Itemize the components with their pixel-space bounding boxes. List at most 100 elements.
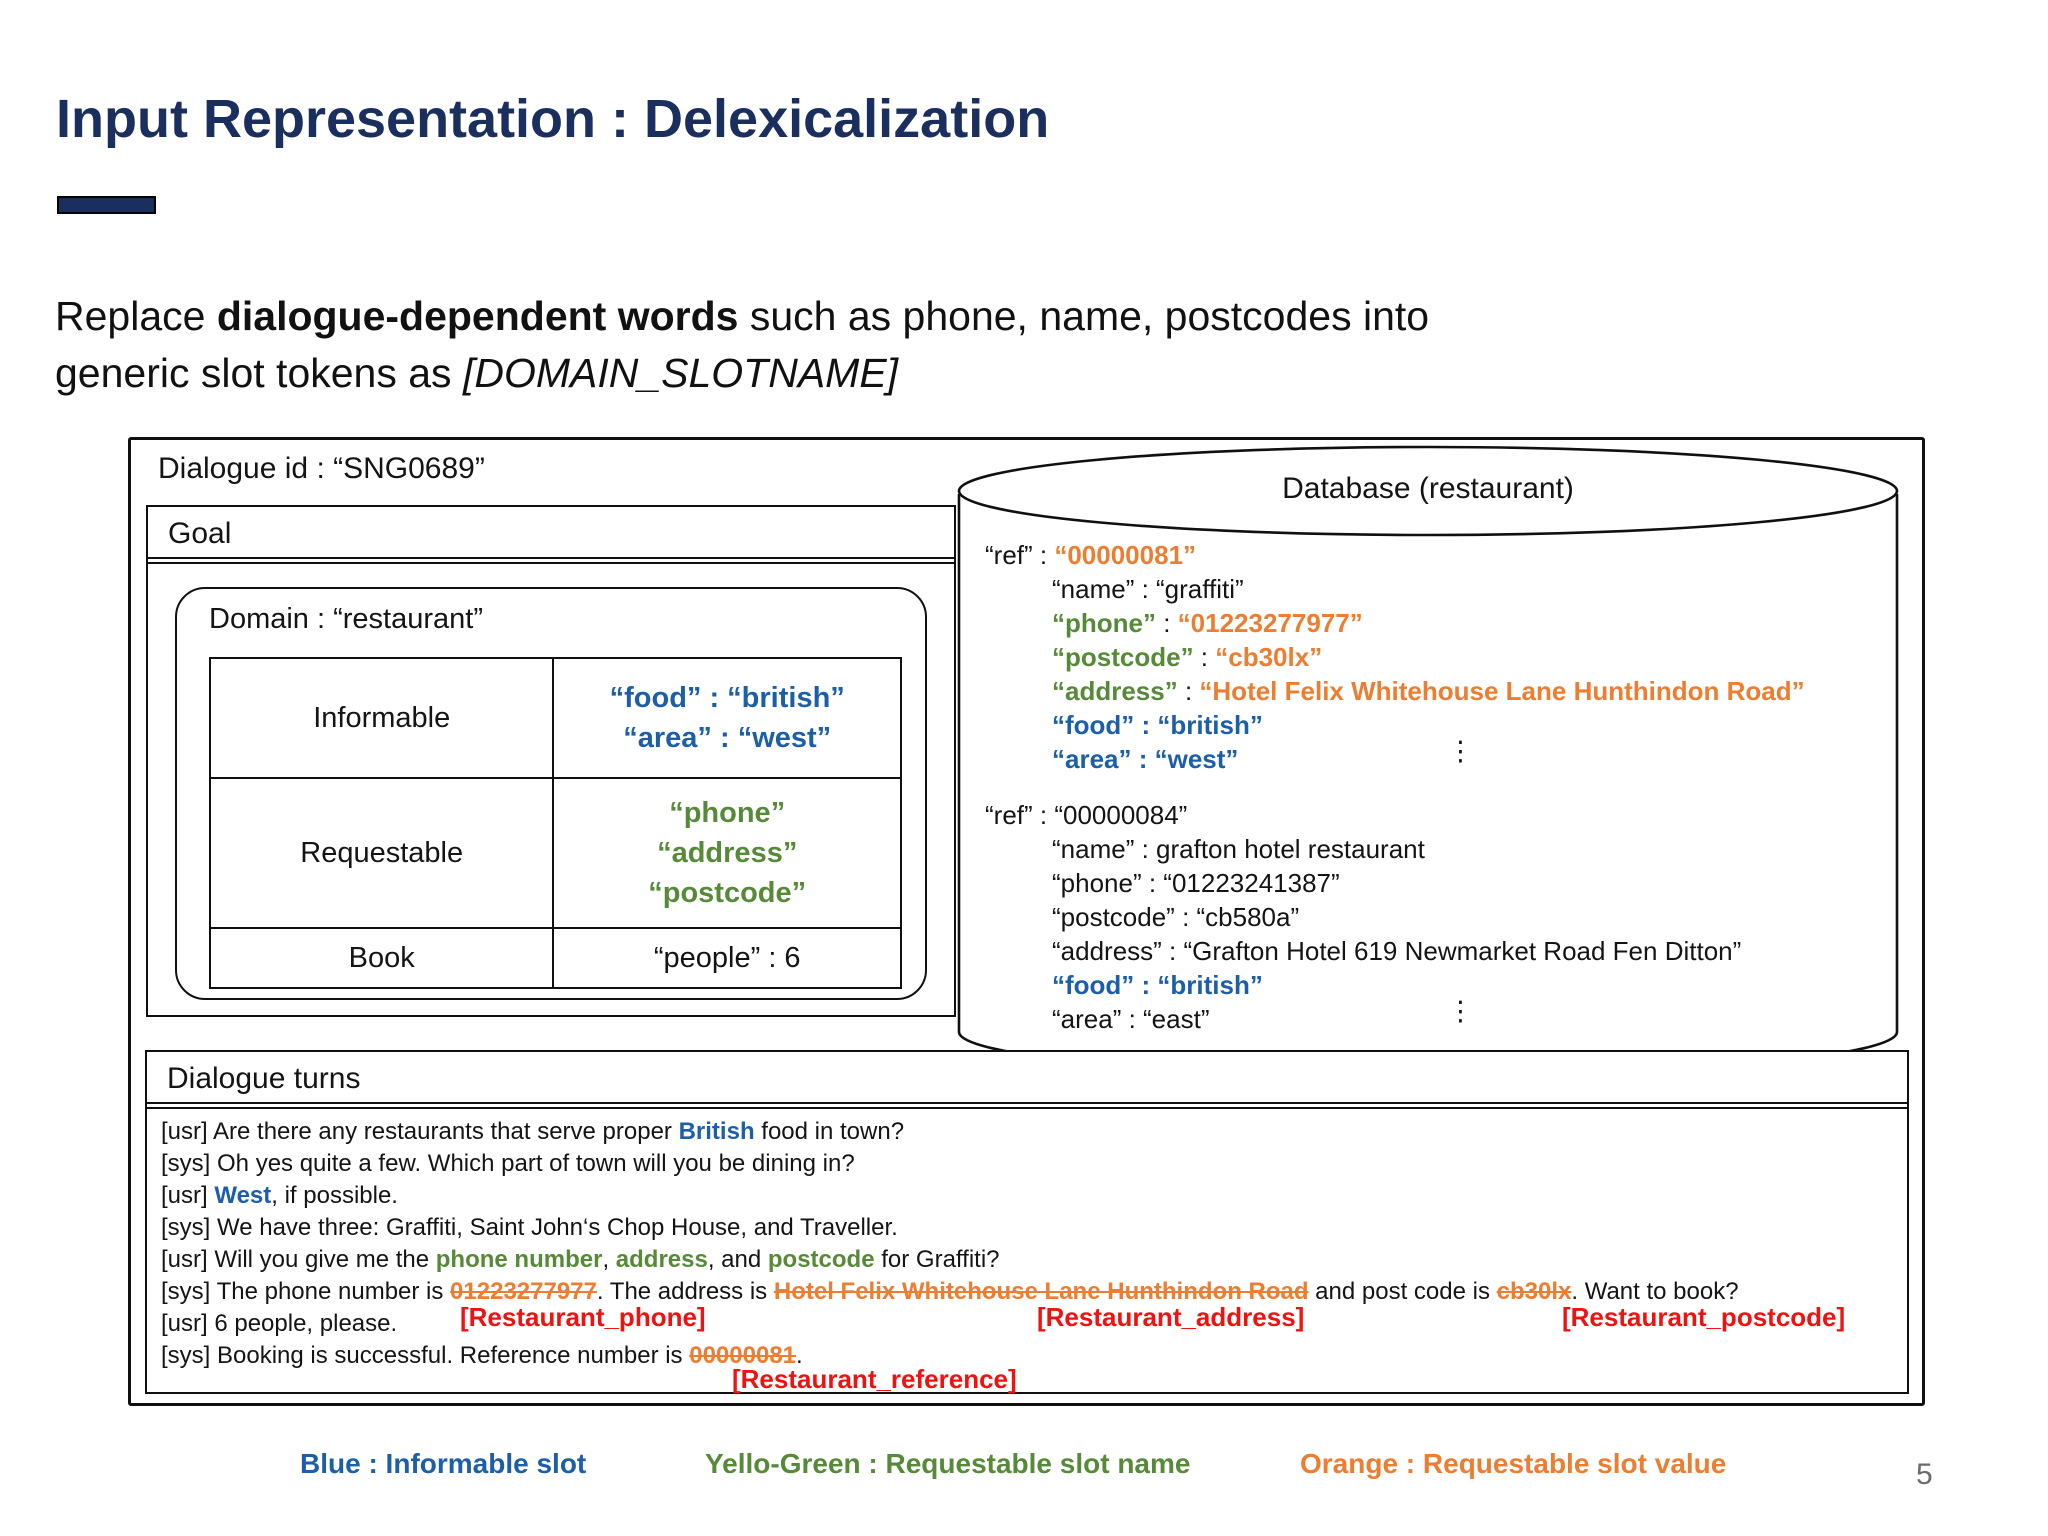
database-record-line: “address” : “Grafton Hotel 619 Newmarket… xyxy=(1052,934,1741,968)
text-segment: , if possible. xyxy=(271,1182,398,1209)
text-segment: [usr] 6 people, please. xyxy=(161,1310,398,1337)
delex-token: [Restaurant_phone] xyxy=(460,1302,706,1332)
text-segment: “food” : “british” xyxy=(1052,710,1263,740)
vertical-ellipsis-icon: ⋮ xyxy=(1447,736,1474,766)
database-record-line: “phone” : “01223241387” xyxy=(1052,866,1741,900)
database-record-line: “phone” : “01223277977” xyxy=(1052,606,1805,640)
text-segment: . The address is xyxy=(596,1278,774,1305)
database-record-line: “area” : “west” ⋮ xyxy=(1052,736,1805,776)
database-record-line: “ref” : “00000081” xyxy=(985,538,1805,572)
text-segment: British xyxy=(678,1118,755,1145)
text-segment: “cb30lx” xyxy=(1215,642,1323,672)
goal-table: Informable “food” : “british” “area” : “w… xyxy=(208,657,902,989)
text-segment: and post code is xyxy=(1308,1278,1497,1305)
database-record: “ref” : “00000084” “name” : grafton hotel… xyxy=(985,798,1741,1036)
body-line: generic slot tokens as [DOMAIN_SLOTNAME] xyxy=(55,345,1429,402)
vertical-ellipsis-icon: ⋮ xyxy=(1447,996,1474,1026)
text-segment: “postcode” xyxy=(648,877,807,909)
text-segment: Hotel Felix Whitehouse Lane Hunthindon R… xyxy=(773,1278,1309,1305)
table-row-informable: Informable “food” : “british” “area” : “w… xyxy=(208,657,902,779)
delex-token: [Restaurant_address] xyxy=(1037,1302,1305,1332)
database-cylinder: Database (restaurant) “ref” : “00000081”… xyxy=(956,444,1900,1080)
text-segment: for Graffiti? xyxy=(874,1246,1000,1273)
dialogue-turn: [sys] Oh yes quite a few. Which part of … xyxy=(161,1148,1907,1180)
text-segment: [sys] Booking is successful. Reference n… xyxy=(161,1342,690,1369)
text-segment: “phone” xyxy=(669,797,786,829)
text-segment: “area” : “east” xyxy=(1052,1004,1210,1034)
table-row-requestable: Requestable “phone” “address” “postcode” xyxy=(208,777,902,929)
dialogue-turns-content: [usr] Are there any restaurants that ser… xyxy=(147,1107,1907,1372)
database-record-line: “name” : “graffiti” xyxy=(1052,572,1805,606)
domain-box: Domain : “restaurant” Informable “food” … xyxy=(175,587,927,1000)
row-label: Requestable xyxy=(208,777,555,929)
text-segment: , and xyxy=(707,1246,768,1273)
database-record-line: “name” : grafton hotel restaurant xyxy=(1052,832,1741,866)
domain-label: Domain : “restaurant” xyxy=(209,603,483,635)
dialogue-turns-header: Dialogue turns xyxy=(147,1052,1907,1104)
title-underline-bar xyxy=(57,196,156,214)
text-segment: “name” : “graffiti” xyxy=(1052,574,1244,604)
text-segment: [sys] Oh yes quite a few. Which part of … xyxy=(161,1150,855,1177)
delex-token: [Restaurant_reference] xyxy=(732,1364,1017,1394)
text-segment: food in town? xyxy=(754,1118,905,1145)
row-label: Informable xyxy=(208,657,555,779)
dialogue-id-label: Dialogue id : “SNG0689” xyxy=(158,452,485,485)
text-segment: address xyxy=(615,1246,708,1273)
table-row-book: Book “people” : 6 xyxy=(208,927,902,989)
row-values: “food” : “british” “area” : “west” xyxy=(552,657,902,779)
text-segment: “postcode” : “cb580a” xyxy=(1052,902,1300,932)
dialogue-turn: [usr] Are there any restaurants that ser… xyxy=(161,1116,1907,1148)
text-segment: “Hotel Felix Whitehouse Lane Hunthindon … xyxy=(1199,676,1805,706)
text-segment: “name” : grafton hotel restaurant xyxy=(1052,834,1425,864)
body-line: Replace dialogue-dependent words such as… xyxy=(55,288,1429,345)
database-record-line: “ref” : “00000084” xyxy=(985,798,1741,832)
dialogue-turn: [usr] Will you give me the phone number,… xyxy=(161,1244,1907,1276)
database-record: “ref” : “00000081”“name” : “graffiti”“ph… xyxy=(985,538,1805,776)
text-segment: dialogue-dependent words xyxy=(216,293,739,339)
text-segment: [sys] The phone number is xyxy=(161,1278,451,1305)
dialogue-turns-box: Dialogue turns [usr] Are there any resta… xyxy=(145,1050,1909,1394)
row-label: Book xyxy=(208,927,555,989)
text-segment: , xyxy=(602,1246,616,1273)
page-number: 5 xyxy=(1916,1458,1933,1491)
text-segment: “people” : 6 xyxy=(653,942,801,974)
database-title: Database (restaurant) xyxy=(1282,472,1574,505)
dialogue-turn: [usr] West, if possible. xyxy=(161,1180,1907,1212)
database-record-line: “food” : “british” xyxy=(1052,708,1805,742)
goal-box: Goal Domain : “restaurant” Informable “f… xyxy=(146,505,956,1017)
dialogue-turn: [usr] 6 people, please. xyxy=(161,1308,1907,1340)
dialogue-turn: [sys] The phone number is 01223277977. T… xyxy=(161,1276,1907,1308)
text-segment: “area” : “west” xyxy=(623,722,832,754)
text-segment: “address” xyxy=(657,837,798,869)
text-segment: West xyxy=(214,1182,272,1209)
text-segment: 01223277977 xyxy=(450,1278,597,1305)
text-segment: “phone” xyxy=(1052,608,1156,638)
text-segment: : xyxy=(1156,608,1178,638)
page-title: Input Representation : Delexicalization xyxy=(56,89,1050,149)
text-segment: “address” : “Grafton Hotel 619 Newmarket… xyxy=(1052,936,1742,966)
delex-token: [Restaurant_postcode] xyxy=(1562,1302,1846,1332)
dialogue-turn: [sys] We have three: Graffiti, Saint Joh… xyxy=(161,1212,1907,1244)
text-segment: [usr] Will you give me the xyxy=(161,1246,436,1273)
goal-header: Goal xyxy=(148,507,954,559)
text-segment: “postcode” xyxy=(1052,642,1194,672)
database-record-line: “area” : “east” ⋮ xyxy=(1052,996,1741,1036)
text-segment: “address” xyxy=(1052,676,1178,706)
text-segment: Replace xyxy=(55,293,217,339)
text-segment: [DOMAIN_SLOTNAME] xyxy=(462,350,899,396)
database-record-line: “address” : “Hotel Felix Whitehouse Lane… xyxy=(1052,674,1805,708)
text-segment: phone number xyxy=(435,1246,603,1273)
text-segment: [sys] We have three: Graffiti, Saint Joh… xyxy=(161,1214,898,1241)
database-record-line: “food” : “british” xyxy=(1052,968,1741,1002)
text-segment: . Want to book? xyxy=(1571,1278,1739,1305)
text-segment: “00000081” xyxy=(1054,540,1197,570)
text-segment: 00000081 xyxy=(689,1342,797,1369)
goal-header-rule xyxy=(148,559,954,564)
text-segment: “food” : “british” xyxy=(609,682,845,714)
text-segment: “area” : “west” xyxy=(1052,744,1239,774)
database-record-line: “postcode” : “cb30lx” xyxy=(1052,640,1805,674)
legend-requestable-name: Yello-Green : Requestable slot name xyxy=(705,1448,1191,1479)
text-segment: : xyxy=(1177,676,1200,706)
text-segment: “ref” : “00000084” xyxy=(985,800,1188,830)
